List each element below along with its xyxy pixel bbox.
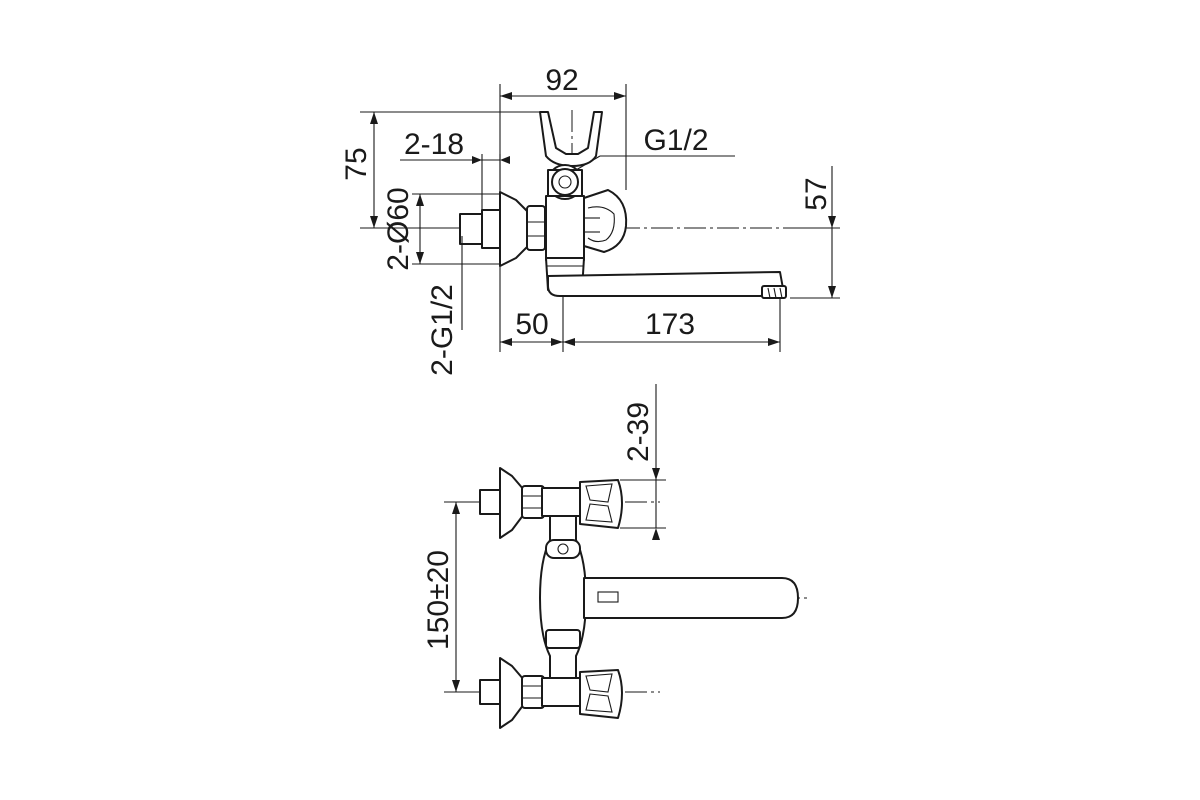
dim-reach-173: 173: [645, 308, 695, 341]
side-view: [360, 84, 840, 352]
front-view: [444, 384, 810, 729]
dim-handle-2-39: 2-39: [622, 402, 655, 462]
dim-inlet-2-g1-2: 2-G1/2: [426, 284, 459, 376]
dim-drop-57: 57: [800, 177, 833, 210]
dim-spacing-150: 150±20: [422, 550, 455, 650]
dim-height-75: 75: [340, 147, 373, 180]
dim-outlet-g1-2: G1/2: [643, 124, 708, 157]
dim-nut-2-18: 2-18: [404, 128, 464, 161]
dim-offset-50: 50: [515, 308, 548, 341]
dim-flange-2-d60: 2-Ø60: [382, 187, 415, 270]
dim-width-92: 92: [545, 64, 578, 97]
